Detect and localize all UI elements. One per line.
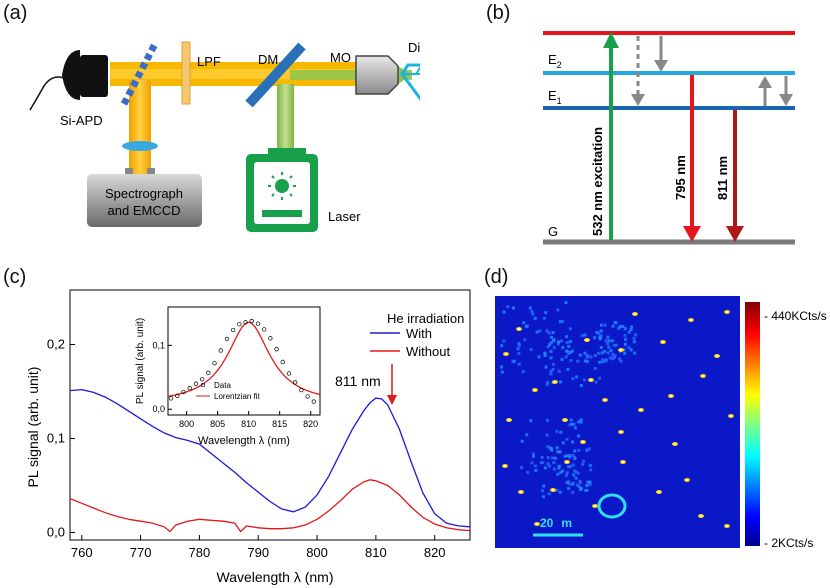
main-xtick-label: 760 xyxy=(71,545,93,560)
lpf-label: LPF xyxy=(197,54,221,69)
mo-label: MO xyxy=(330,50,351,65)
inset-data-point xyxy=(286,371,292,376)
flip-mirror xyxy=(120,40,160,106)
inset-legend-data: Data xyxy=(214,381,231,390)
legend-without: Without xyxy=(406,344,450,359)
label-811: 811 nm xyxy=(715,156,730,200)
series-line-with xyxy=(69,388,471,528)
inset-data-point xyxy=(224,336,230,342)
main-xtick-label: 780 xyxy=(189,545,211,560)
inset-data-point xyxy=(175,393,180,398)
energy-level-diagram: E2 E1 G 532 nm excitation 795 nm 811 nm xyxy=(543,31,795,245)
inset-data-point xyxy=(255,321,261,326)
panel-a-label: (a) xyxy=(3,2,28,24)
inset-data-point xyxy=(230,327,236,333)
inset-data-point xyxy=(280,359,285,365)
lens xyxy=(122,141,158,151)
spectrograph-label-1: Spectrograph xyxy=(105,186,183,201)
dm-label: DM xyxy=(258,52,278,67)
laser-beam xyxy=(277,84,294,156)
laser-label: Laser xyxy=(328,209,361,224)
main-ytick-label: 0,0 xyxy=(47,524,65,539)
laser-sun-icon xyxy=(275,179,289,193)
main-ylabel: PL signal (arb. unit) xyxy=(25,367,41,488)
setup-diagram: LPF DM MO Diamond Si-APD Spectrograph an… xyxy=(29,40,420,232)
inset-legend-fit: Lorentzian fit xyxy=(214,392,261,401)
panel-d-label: (d) xyxy=(484,266,509,288)
colorbar-max: - 440KCts/s xyxy=(764,309,827,323)
inset-data-point xyxy=(262,327,267,332)
main-xtick-label: 800 xyxy=(306,545,328,560)
svg-text:E1: E1 xyxy=(548,88,562,106)
diamond-label: Diamond xyxy=(408,40,420,55)
long-pass-filter xyxy=(181,41,191,105)
main-xtick-label: 810 xyxy=(365,545,387,560)
panel-b-label: (b) xyxy=(486,2,511,24)
inset-data-point xyxy=(206,370,211,375)
excitation-arrow-head xyxy=(603,32,619,48)
apd-detector xyxy=(62,50,80,100)
inset-data-point xyxy=(268,336,273,341)
svg-text:E2: E2 xyxy=(548,52,562,70)
main-ytick-label: 0,2 xyxy=(47,337,65,352)
inset-xtick-label: 805 xyxy=(210,419,225,429)
main-xtick-label: 770 xyxy=(130,545,152,560)
main-plot-frame xyxy=(69,289,471,541)
arrow-795 xyxy=(683,226,701,242)
inset-data-point xyxy=(199,377,205,382)
label-795: 795 nm xyxy=(673,155,688,200)
inset-xtick-label: 815 xyxy=(272,419,287,429)
inset-data-point xyxy=(218,348,223,353)
svg-text:20m: 20m xyxy=(540,516,572,530)
apd-label: Si-APD xyxy=(60,113,103,128)
main-xlabel: Wavelength λ (nm) xyxy=(217,569,334,585)
peak-annotation: 811 nm xyxy=(335,373,381,389)
inset-data-point xyxy=(311,399,316,404)
main-xtick-label: 790 xyxy=(247,545,269,560)
highlight-circle xyxy=(597,493,627,519)
colorbar: - 440KCts/s - 2KCts/s xyxy=(745,302,827,550)
colorbar-min: - 2KCts/s xyxy=(764,536,813,550)
dichroic-mirror xyxy=(245,42,306,108)
spectrograph-label-2: and EMCCD xyxy=(108,203,181,218)
panel-c-label: (c) xyxy=(3,266,27,288)
inset-xtick-label: 810 xyxy=(241,419,256,429)
legend-with: With xyxy=(406,326,432,341)
inset-data-point xyxy=(274,347,279,352)
inset-data-point xyxy=(193,381,199,386)
inset-xtick-label: 800 xyxy=(179,419,194,429)
microscope-objective xyxy=(355,55,399,95)
inset-xlabel: Wavelength λ (nm) xyxy=(198,435,290,447)
inset-data-point xyxy=(181,389,186,395)
series-line-without xyxy=(69,479,471,533)
inset-data-point xyxy=(299,387,304,393)
peak-arrow-head xyxy=(387,395,397,405)
diamond-shape xyxy=(400,63,420,101)
arrow-811 xyxy=(726,226,744,242)
legend-title: He irradiation xyxy=(387,311,464,326)
inset-data-point xyxy=(243,320,248,325)
apd-cable xyxy=(29,76,65,111)
inset-ytick-label: 0,0 xyxy=(152,404,165,414)
spectrograph xyxy=(87,174,202,227)
level-g-label: G xyxy=(548,224,558,239)
inset-xtick-label: 820 xyxy=(303,419,318,429)
inset-data-point xyxy=(187,386,192,391)
inset-data-point xyxy=(168,396,174,401)
excitation-label: 532 nm excitation xyxy=(590,127,605,236)
inset-data-point xyxy=(249,318,254,324)
inset-data-point xyxy=(305,394,310,399)
main-ytick-label: 0,1 xyxy=(47,430,65,445)
inset-ylabel: PL signal (arb. unit) xyxy=(135,318,146,404)
main-xtick-label: 820 xyxy=(424,545,446,560)
pl-spectrum-chart: 760 770 780 790 800 810 820 0,0 0,1 0,2 800 805 810… xyxy=(25,289,471,585)
inset-ytick-label: 0,1 xyxy=(152,340,165,350)
inset-data-point xyxy=(237,322,242,327)
inset-data-point xyxy=(293,380,298,385)
inset-data-point xyxy=(212,361,217,366)
